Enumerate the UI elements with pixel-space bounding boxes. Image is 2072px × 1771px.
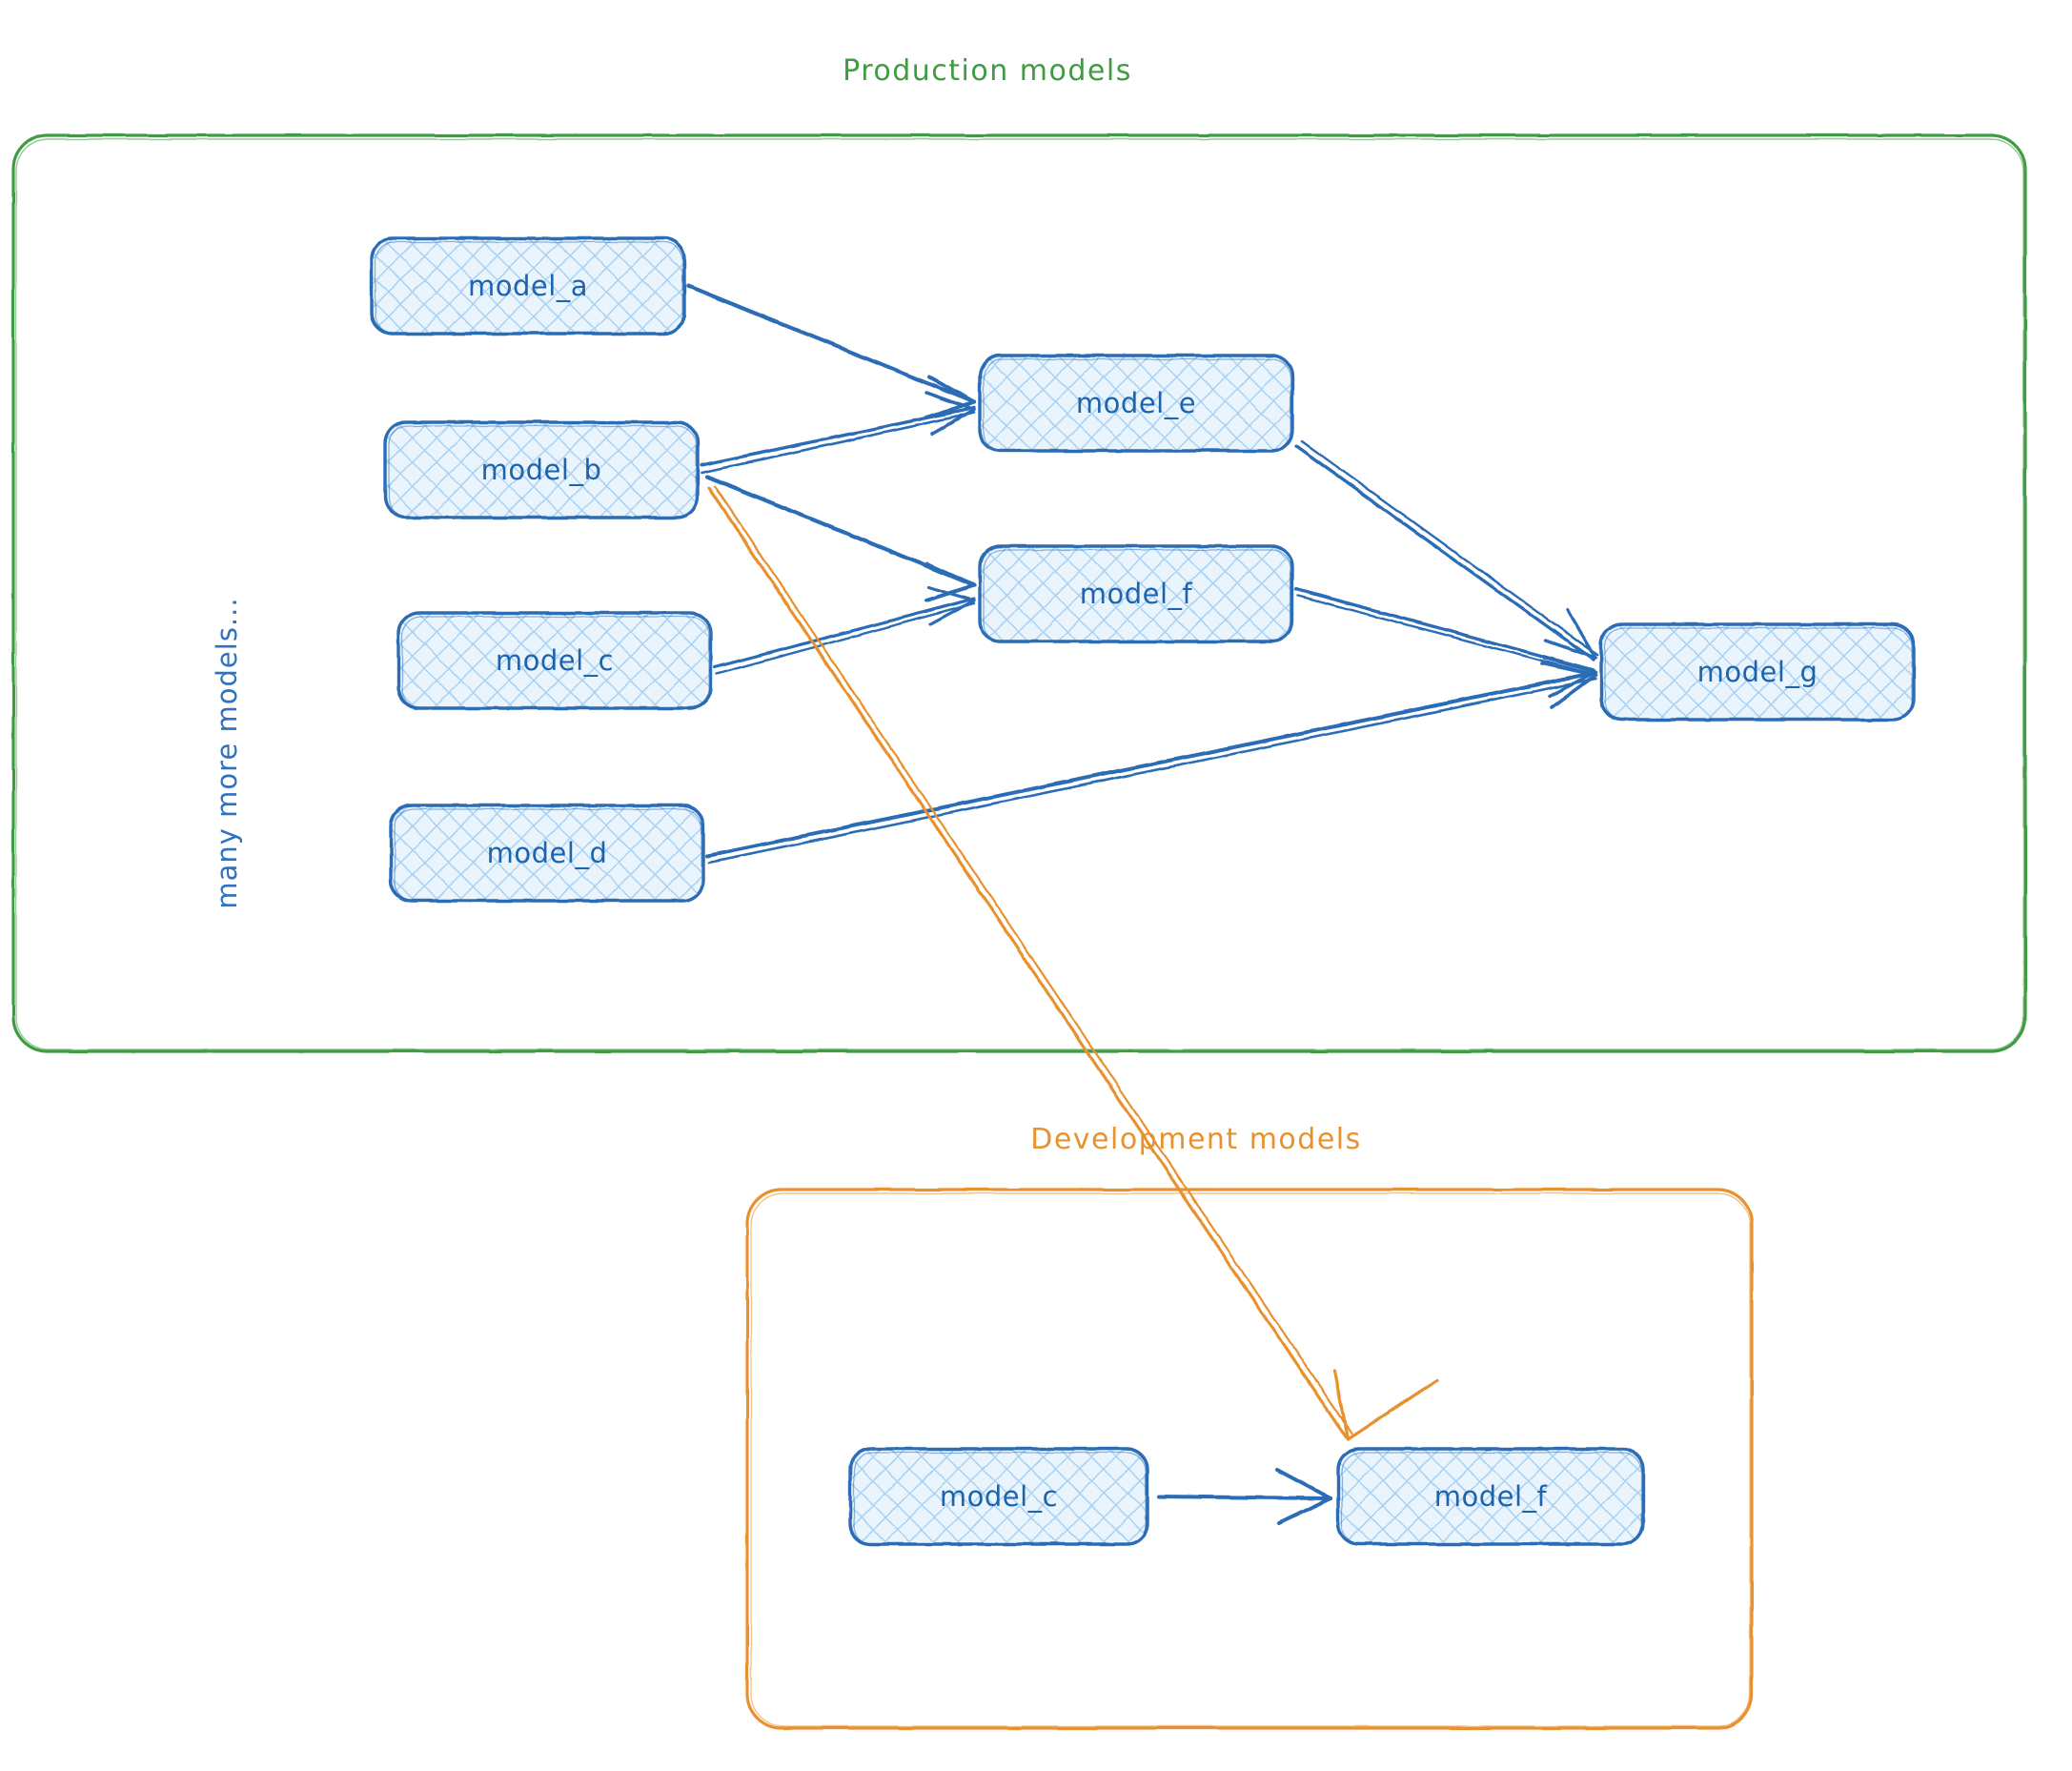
edge-model-e-to-model-g xyxy=(1294,439,1599,662)
node-dev-model-f[interactable]: model_f xyxy=(1336,1447,1645,1546)
node-prod-model-f-label: model_f xyxy=(1080,578,1193,610)
node-prod-model-g-label: model_g xyxy=(1697,656,1818,688)
production-group-border-echo xyxy=(15,138,2024,1050)
production-group-border xyxy=(11,133,2027,1053)
development-group-border-echo xyxy=(750,1192,1751,1727)
edge-model-d-to-model-g xyxy=(705,662,1597,865)
node-prod-model-f-shape xyxy=(978,544,1294,643)
edge-model-c-to-model-f xyxy=(713,585,976,676)
node-prod-model-d-shape xyxy=(389,804,705,903)
node-prod-model-c[interactable]: model_c xyxy=(396,611,713,710)
node-prod-model-e-label: model_e xyxy=(1076,387,1196,419)
node-prod-model-d-label: model_d xyxy=(487,837,608,869)
node-prod-model-a-shape xyxy=(370,236,686,336)
production-group-title: Production models xyxy=(843,54,1132,88)
edge-layer xyxy=(686,284,1599,1525)
node-dev-model-c-shape xyxy=(848,1447,1149,1546)
node-prod-model-c-shape xyxy=(396,611,713,710)
edge-model-b-to-model-e xyxy=(700,391,976,475)
edge-dev-model-c-to-dev-model-f xyxy=(1157,1468,1332,1525)
node-dev-model-f-shape xyxy=(1336,1447,1645,1546)
node-prod-model-b-label: model_b xyxy=(481,454,602,486)
node-dev-model-f-label: model_f xyxy=(1434,1480,1548,1513)
node-prod-model-g-shape xyxy=(1599,622,1916,722)
node-prod-model-d[interactable]: model_d xyxy=(389,804,705,903)
edge-model-b-to-model-f xyxy=(704,474,977,602)
group-container-production xyxy=(11,133,2027,1053)
node-prod-model-b[interactable]: model_b xyxy=(383,420,700,519)
node-prod-model-c-label: model_c xyxy=(496,644,614,677)
node-dev-model-c[interactable]: model_c xyxy=(848,1447,1149,1546)
development-group-border xyxy=(745,1188,1754,1730)
node-prod-model-f[interactable]: model_f xyxy=(978,544,1294,643)
node-prod-model-g[interactable]: model_g xyxy=(1599,622,1916,722)
development-group-title: Development models xyxy=(1030,1123,1362,1156)
node-prod-model-e[interactable]: model_e xyxy=(978,354,1294,453)
node-prod-model-e-shape xyxy=(978,354,1294,453)
node-prod-model-b-shape xyxy=(383,420,700,519)
many-more-models-note: many more models... xyxy=(211,597,243,908)
edge-model-b-to-dev-model-f xyxy=(707,484,1439,1441)
node-dev-model-c-label: model_c xyxy=(940,1480,1058,1513)
edge-model-a-to-model-e xyxy=(686,284,976,419)
node-prod-model-a[interactable]: model_a xyxy=(370,236,686,336)
group-container-development xyxy=(745,1188,1754,1730)
node-prod-model-a-label: model_a xyxy=(468,270,588,302)
